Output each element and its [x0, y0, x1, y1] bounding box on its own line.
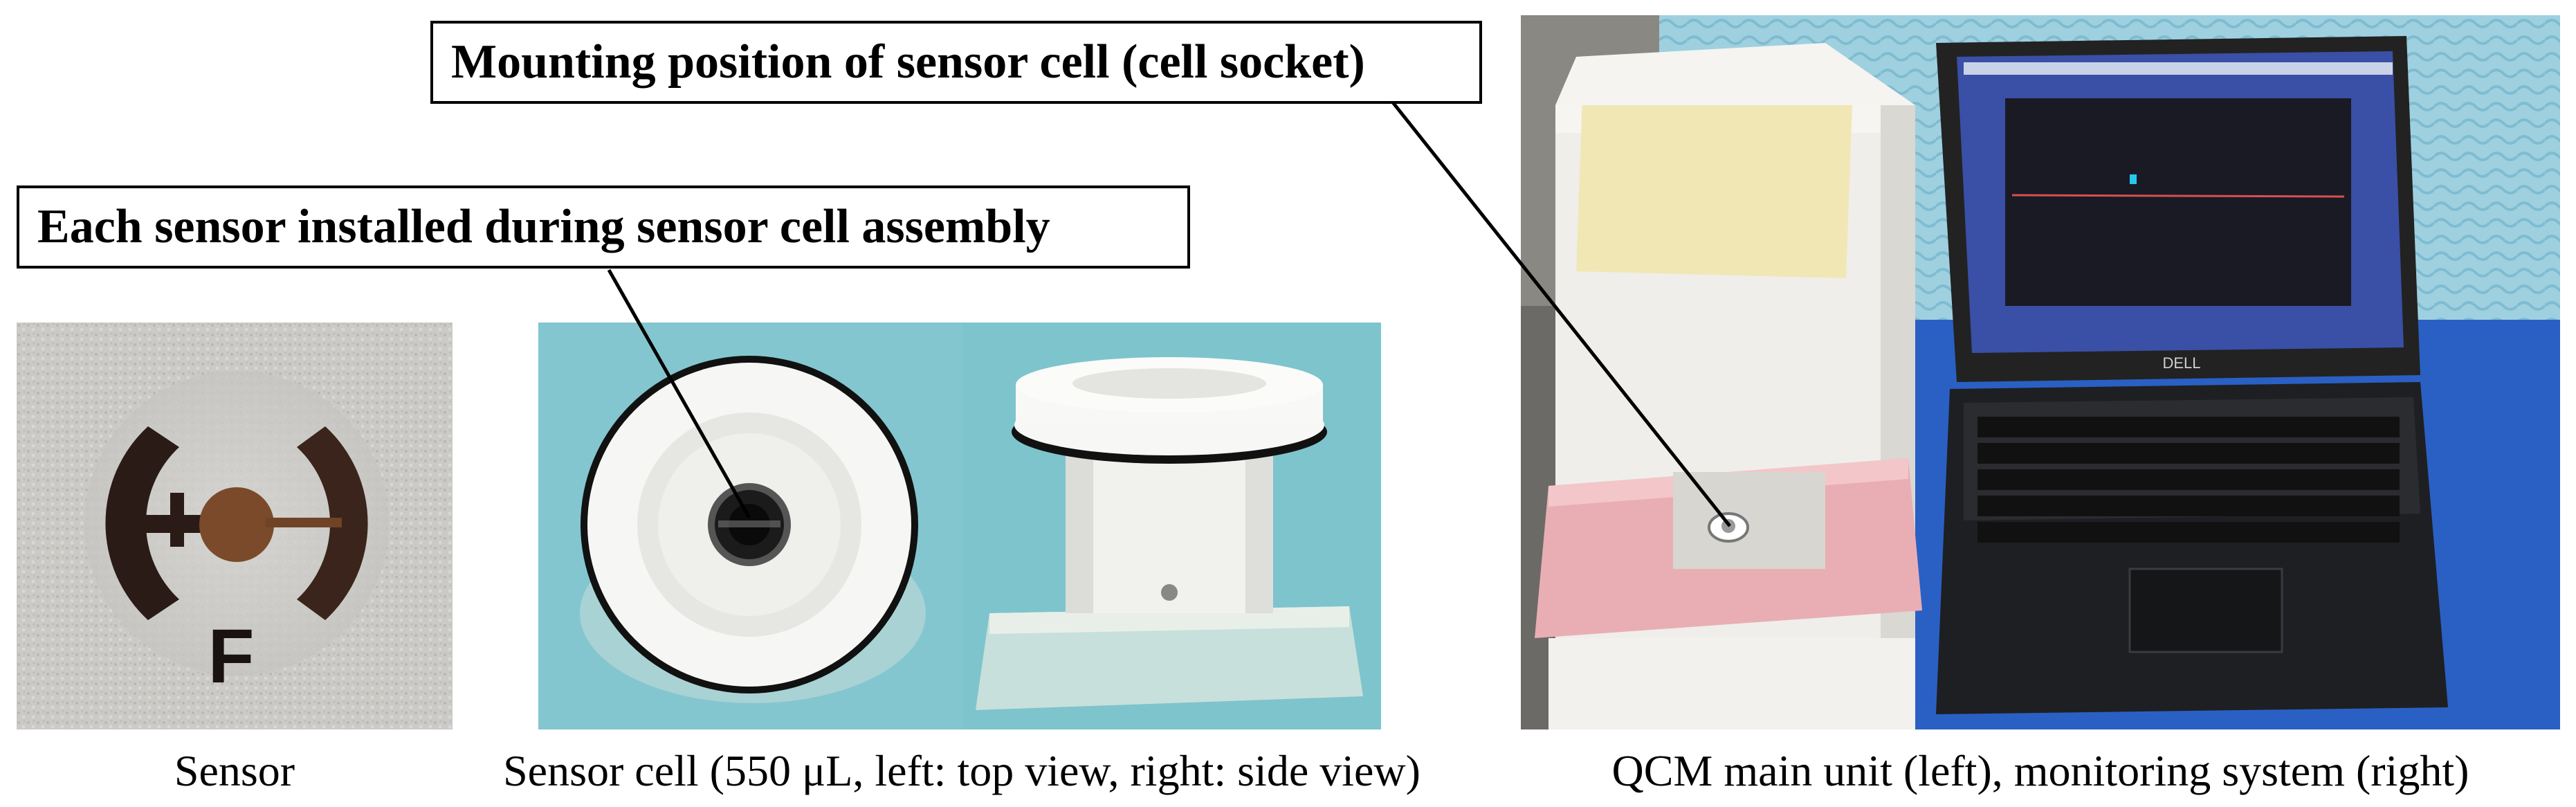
sensor-cell-side-view-photo: [962, 323, 1381, 729]
mounting-position-label: Mounting position of sensor cell (cell s…: [430, 21, 1482, 104]
sensor-mark: F: [208, 614, 254, 699]
sensor-photo: F: [17, 323, 453, 729]
each-sensor-label: Each sensor installed during sensor cell…: [17, 185, 1190, 269]
sensor-cell-top-view-photo: [538, 323, 962, 729]
qcm-monitoring-photo: DELL: [1521, 15, 2560, 729]
mounting-position-text: Mounting position of sensor cell (cell s…: [451, 35, 1365, 89]
each-sensor-text: Each sensor installed during sensor cell…: [37, 200, 1050, 253]
laptop-brand: DELL: [2162, 354, 2200, 372]
caption-sensor: Sensor: [174, 746, 295, 795]
caption-qcm: QCM main unit (left), monitoring system …: [1611, 746, 2469, 795]
caption-sensor-cell: Sensor cell (550 μL, left: top view, rig…: [503, 746, 1421, 795]
